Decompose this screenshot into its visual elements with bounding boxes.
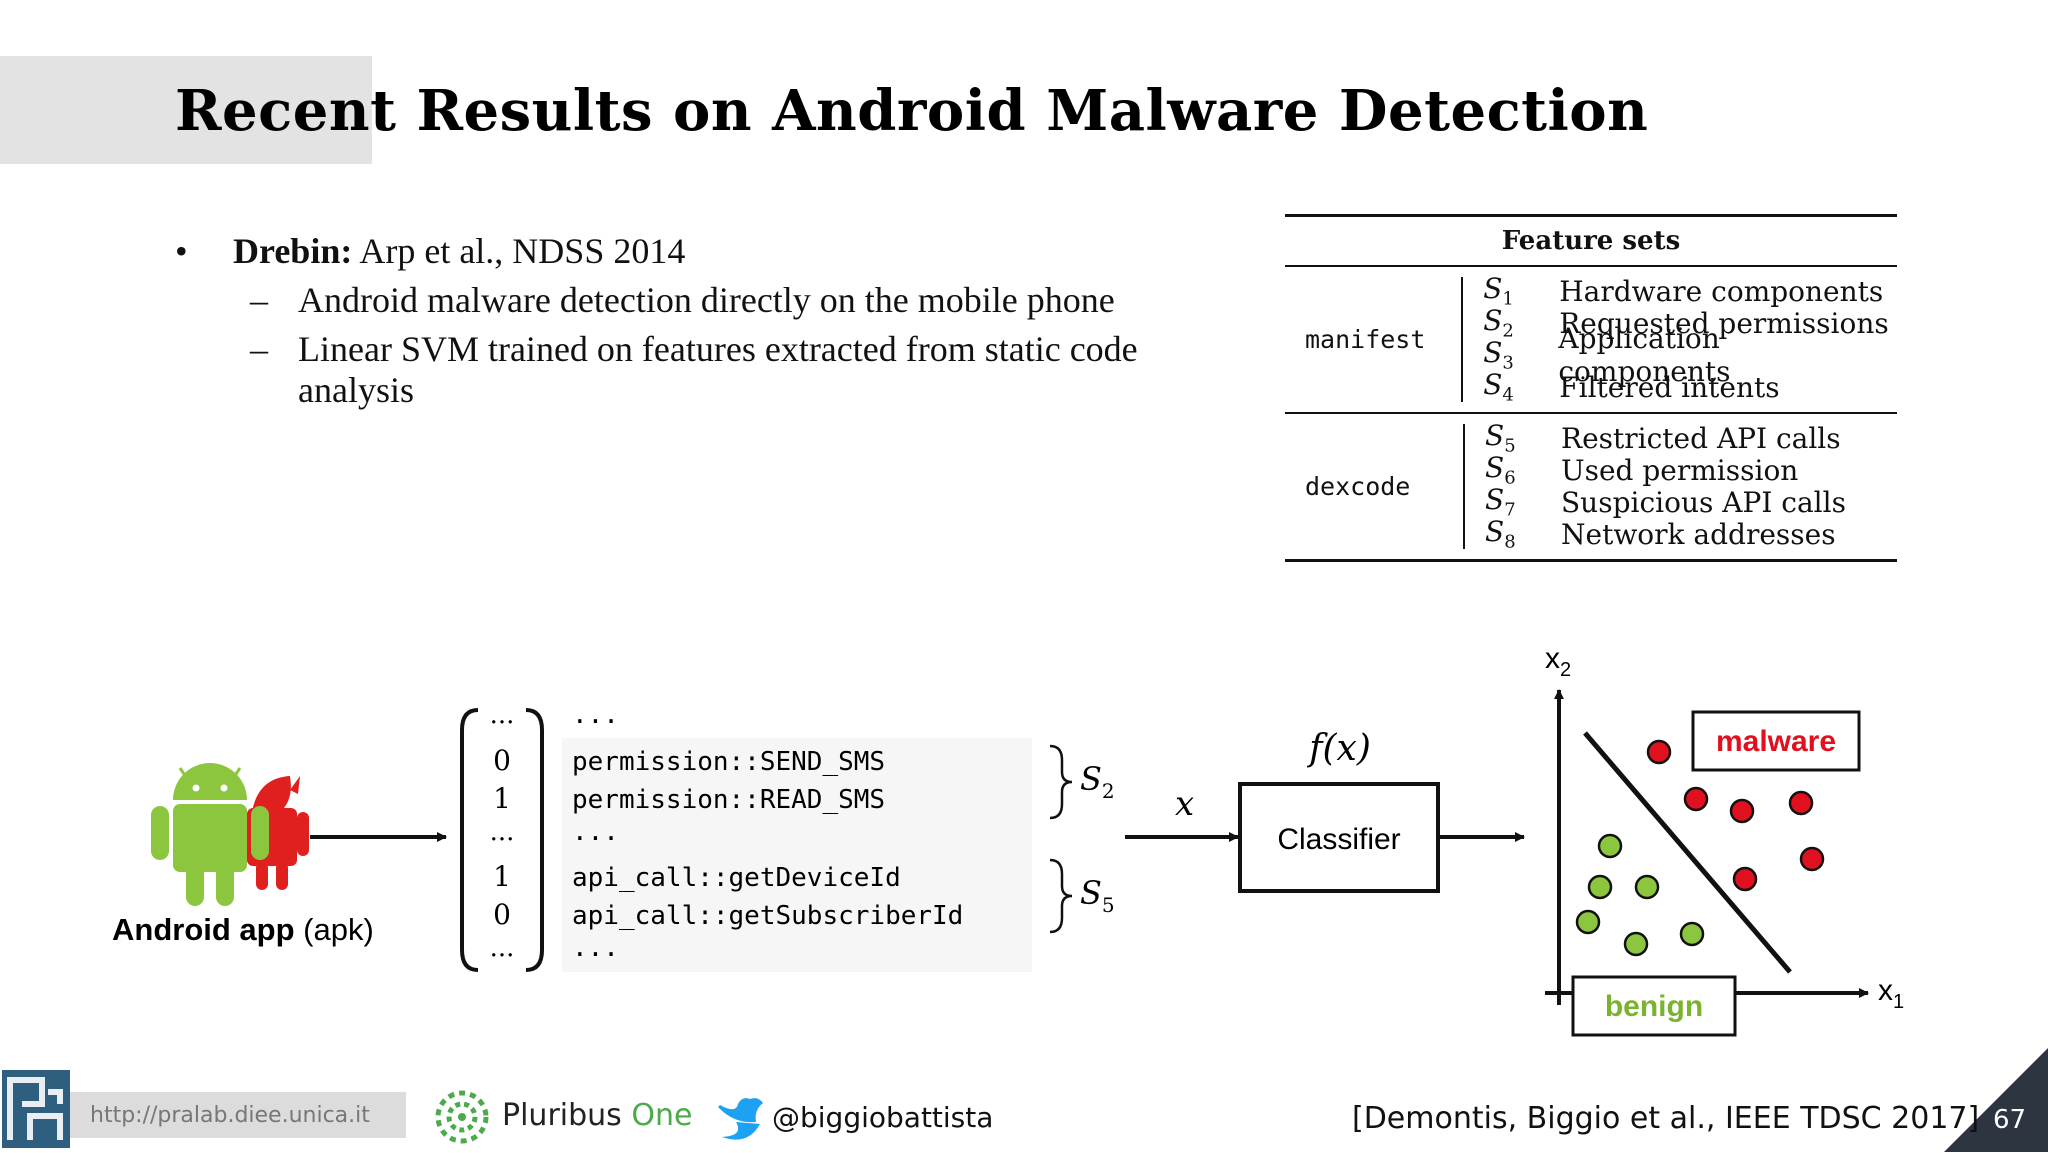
x-axis-label: x1: [1878, 974, 1904, 1013]
vector-value: ...: [490, 933, 515, 963]
brace-s5: [1049, 858, 1073, 934]
benign-point: [1679, 921, 1705, 947]
benign-point: [1623, 931, 1649, 957]
feature-name: ...: [572, 817, 619, 847]
pluribus-one-brand: Pluribus One: [502, 1098, 693, 1133]
malware-point: [1646, 739, 1672, 765]
vector-value: 0: [493, 898, 511, 931]
benign-point: [1575, 909, 1601, 935]
feature-name: permission::READ_SMS: [572, 785, 885, 815]
malware-point: [1683, 786, 1709, 812]
sub-bullet-marker: –: [250, 280, 268, 320]
vector-value: 1: [493, 860, 511, 893]
y-axis-label: x2: [1545, 642, 1571, 681]
feature-vector: ... 0 1 ... 1 0 ... ... permission::SEND…: [460, 700, 1032, 972]
feature-name: ...: [572, 700, 619, 730]
feature-name: api_call::getDeviceId: [572, 863, 901, 893]
vector-value: ...: [490, 700, 515, 730]
benign-point: [1634, 874, 1660, 900]
pluribus-one-logo-icon: [435, 1090, 489, 1144]
classifier-box: [1238, 782, 1440, 893]
malware-label-box: [1691, 710, 1861, 772]
lab-url-link[interactable]: http://pralab.diee.unica.it: [70, 1092, 406, 1138]
vector-value: 1: [493, 782, 511, 815]
title-highlight: [0, 56, 372, 164]
pralab-logo-icon: [2, 1070, 70, 1148]
sub-bullet-text: Android malware detection directly on th…: [298, 280, 1115, 320]
sub-bullet-svm: – Linear SVM trained on features extract…: [175, 329, 1215, 411]
android-icon: [151, 763, 269, 906]
bullet-drebin-text: Arp et al., NDSS 2014: [352, 231, 686, 271]
twitter-icon: [718, 1098, 763, 1140]
android-app-label: Android app (apk): [112, 912, 374, 947]
brace-label-s2: S2: [1080, 760, 1115, 803]
table-header: Feature sets: [1285, 217, 1897, 267]
malware-point: [1799, 846, 1825, 872]
malware-point: [1732, 866, 1758, 892]
benign-point: [1597, 833, 1623, 859]
malware-point: [1788, 790, 1814, 816]
group-name: manifest: [1285, 277, 1464, 402]
benign-point: [1587, 874, 1613, 900]
malware-label: malware: [1716, 725, 1836, 758]
group-name: dexcode: [1285, 424, 1465, 549]
sub-bullet-marker: –: [250, 329, 268, 369]
feature-name: ...: [572, 933, 619, 963]
vector-value: ...: [490, 817, 515, 847]
function-label: f(x): [1306, 728, 1371, 769]
slide-title: Recent Results on Android Malware Detect…: [175, 78, 1649, 144]
feature-name: api_call::getSubscriberId: [572, 901, 963, 931]
input-symbol: x: [1175, 784, 1194, 824]
page-corner: [1944, 1048, 2048, 1152]
classifier-label: Classifier: [1277, 823, 1400, 856]
benign-label-box: [1571, 975, 1737, 1037]
brace-label-s5: S5: [1080, 874, 1115, 917]
malware-point: [1729, 798, 1755, 824]
decision-plot: x2 x1 malware benign: [1545, 642, 1904, 1037]
bullet-marker: •: [175, 231, 188, 271]
bullet-drebin: • Drebin: Arp et al., NDSS 2014: [175, 230, 1215, 272]
citation: [Demontis, Biggio et al., IEEE TDSC 2017…: [1352, 1101, 1980, 1136]
page-number: 67: [1993, 1105, 2027, 1135]
twitter-handle[interactable]: @biggiobattista: [772, 1101, 994, 1134]
benign-label: benign: [1605, 990, 1703, 1023]
bullet-list: • Drebin: Arp et al., NDSS 2014 – Androi…: [175, 230, 1215, 411]
vector-value: 0: [493, 744, 511, 777]
brace-s2: [1049, 744, 1073, 820]
bullet-drebin-label: Drebin:: [233, 231, 353, 271]
sub-bullet-detection: – Android malware detection directly on …: [175, 280, 1215, 321]
feature-name: permission::SEND_SMS: [572, 747, 885, 777]
decision-boundary: [1583, 731, 1792, 974]
sub-bullet-text: Linear SVM trained on features extracted…: [298, 329, 1138, 410]
